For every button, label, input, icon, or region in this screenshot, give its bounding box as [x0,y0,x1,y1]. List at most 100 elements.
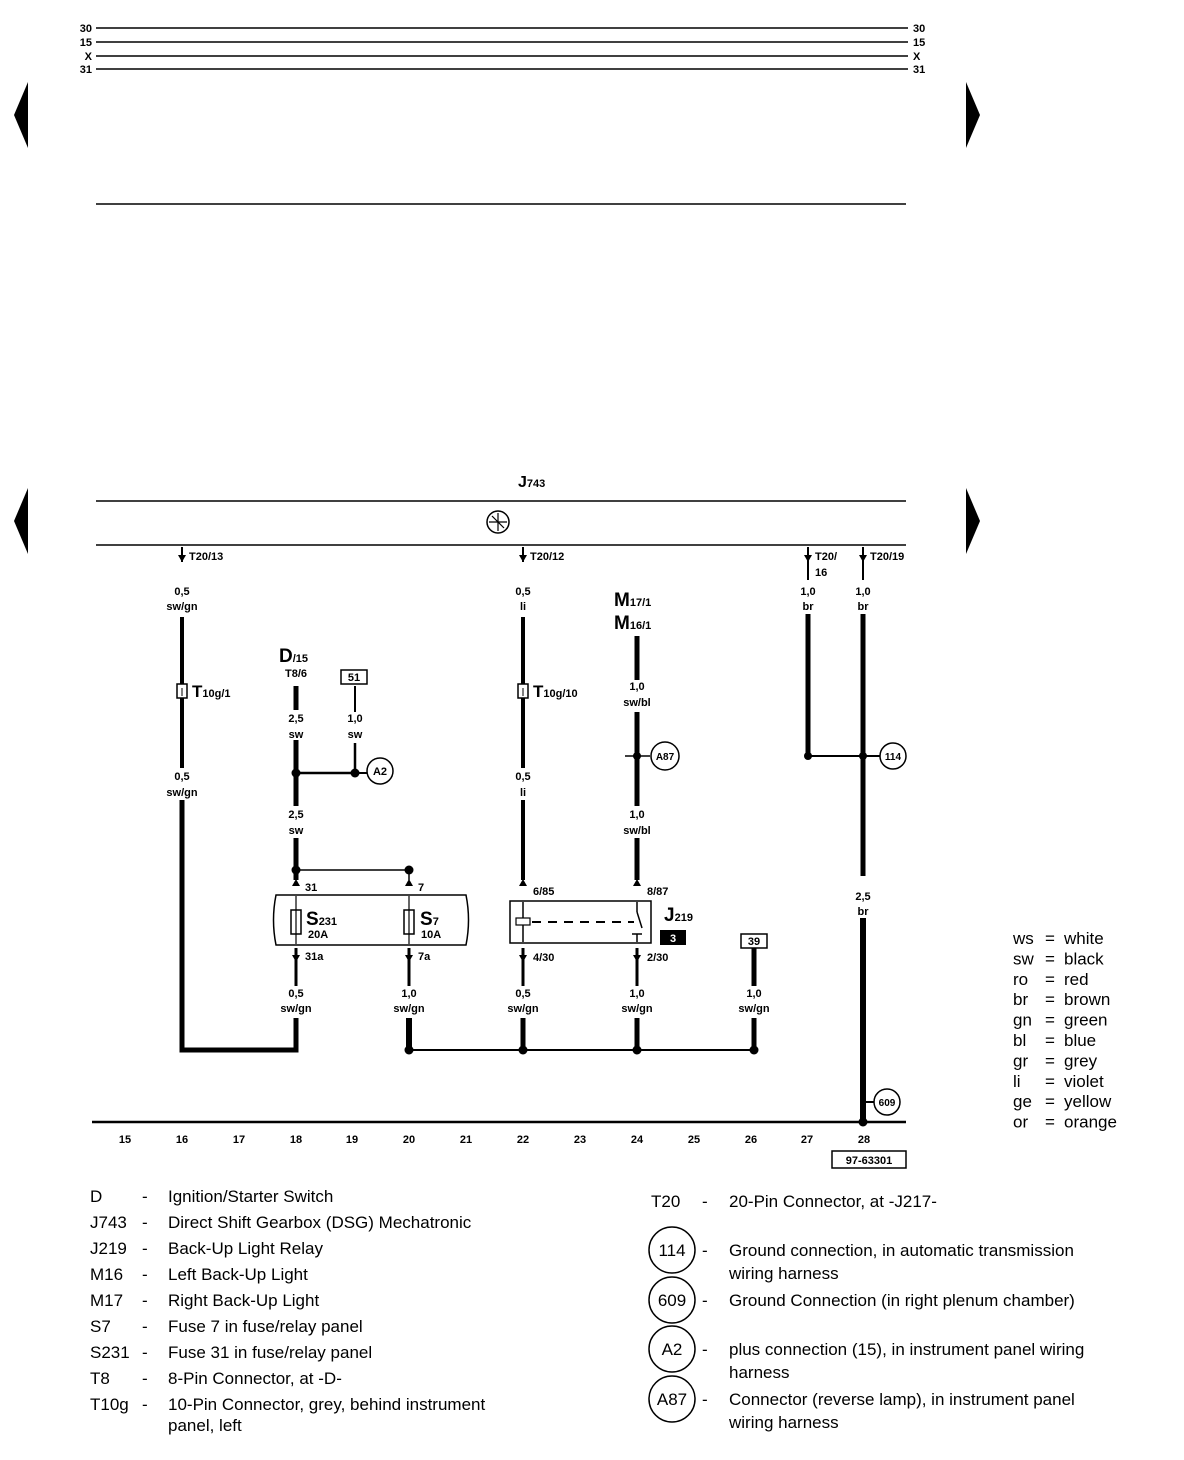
svg-text:17: 17 [233,1134,245,1146]
svg-text:br: br [858,601,870,613]
rail-label-left-15: 15 [80,37,92,49]
prev-page-arrow-icon[interactable] [14,82,28,148]
rail-label-right-31: 31 [913,64,925,76]
svg-text:15: 15 [119,1134,131,1146]
m17-label: M17/1 [614,590,651,611]
svg-text:sw: sw [348,729,363,741]
svg-text:sw/bl: sw/bl [623,697,651,709]
svg-text:sw/gn: sw/gn [507,1003,538,1015]
legend-description: wiring harness [728,1413,839,1432]
legend-description: harness [729,1363,789,1382]
legend-description: panel, left [168,1416,242,1435]
m16-label: M16/1 [614,613,651,634]
svg-text:23: 23 [574,1134,586,1146]
svg-text:20: 20 [403,1134,415,1146]
wire-labels: 0,5 sw/gn 0,5 sw/gn 0,5 li 0,5 li 1,0 br… [166,586,870,1015]
legend-description: Fuse 31 in fuse/relay panel [168,1343,372,1362]
legend-right: T20-20-Pin Connector, at -J217-114-Groun… [648,1192,1084,1432]
svg-text:0,5: 0,5 [174,771,189,783]
legend-dash: - [702,1340,708,1359]
fuse-relay-panel [272,894,470,946]
color-key-equals: = [1045,929,1055,948]
legend-description: Direct Shift Gearbox (DSG) Mechatronic [168,1213,472,1232]
drawing-code: 97-63301 [846,1155,893,1167]
svg-text:1,0: 1,0 [629,809,644,821]
box-51 [340,669,368,685]
legend-description: Ground connection, in automatic transmis… [729,1241,1074,1260]
next-page-arrow-icon-lower[interactable] [966,488,980,554]
legend-code: J219 [90,1239,127,1258]
legend-dash: - [142,1317,148,1336]
color-key-code: ro [1013,970,1028,989]
svg-text:16: 16 [176,1134,188,1146]
legend-dash: - [142,1265,148,1284]
color-key-code: sw [1013,949,1035,968]
svg-text:li: li [520,601,526,613]
legend-description: Connector (reverse lamp), in instrument … [729,1390,1075,1409]
svg-text:1,0: 1,0 [347,713,362,725]
svg-text:19: 19 [346,1134,358,1146]
svg-text:0,5: 0,5 [174,586,189,598]
legend-circle-icon [648,1375,696,1423]
relay-j219-label: J219 [664,905,693,926]
svg-text:28: 28 [858,1134,870,1146]
svg-text:1,0: 1,0 [629,988,644,1000]
legend-description: Left Back-Up Light [168,1265,308,1284]
connector-t10g1: T10g/1 [176,682,231,701]
circle-609: 609 [873,1088,901,1116]
legend-dash: - [702,1390,708,1409]
legend-dash: - [142,1343,148,1362]
circle-114: 114 [879,742,907,770]
color-key: ws=whitesw=blackro=redbr=browngn=greenbl… [1012,929,1117,1132]
svg-text:li: li [520,787,526,799]
legend-description: 10-Pin Connector, grey, behind instrumen… [168,1395,485,1414]
legend-description: 8-Pin Connector, at -D- [168,1369,342,1388]
pin-label: 7a [418,951,431,963]
svg-text:18: 18 [290,1134,302,1146]
svg-text:1,0: 1,0 [746,988,761,1000]
svg-text:sw/bl: sw/bl [623,825,651,837]
pin-label: 4/30 [533,952,554,964]
color-key-code: gn [1013,1011,1032,1030]
svg-text:114: 114 [885,752,902,763]
legend-code: T10g [90,1395,129,1414]
legend-dash: - [702,1241,708,1260]
svg-text:sw/gn: sw/gn [280,1003,311,1015]
color-key-name: green [1064,1011,1107,1030]
color-key-equals: = [1045,1092,1055,1111]
legend-dash: - [142,1213,148,1232]
pin-label: 31a [305,951,324,963]
legend-code: 609 [658,1291,686,1310]
color-key-name: violet [1064,1072,1104,1091]
color-key-equals: = [1045,1113,1055,1132]
legend-code: J743 [90,1213,127,1232]
d-switch-pin: T8/6 [285,668,307,680]
color-key-equals: = [1045,1051,1055,1070]
fuse-s231-amp: 20A [308,929,328,941]
svg-text:2,5: 2,5 [855,891,870,903]
pin-label: T20/ [815,551,837,563]
next-page-arrow-icon[interactable] [966,82,980,148]
color-key-code: gr [1013,1051,1028,1070]
color-key-equals: = [1045,1072,1055,1091]
svg-text:1,0: 1,0 [629,681,644,693]
box-39 [740,933,768,949]
legend-code: T8 [90,1369,110,1388]
circle-a87: A87 [650,741,680,771]
legend-dash: - [702,1192,708,1211]
svg-text:25: 25 [688,1134,700,1146]
legend-description: Ground Connection (in right plenum chamb… [729,1291,1075,1310]
legend-code: M17 [90,1291,123,1310]
prev-page-arrow-icon-lower[interactable] [14,488,28,554]
color-key-code: or [1013,1113,1028,1132]
legend-description: Back-Up Light Relay [168,1239,323,1258]
pin-label: 16 [815,567,827,579]
t10g10-label: T10g/10 [533,682,578,701]
svg-text:0,5: 0,5 [288,988,303,1000]
svg-text:26: 26 [745,1134,757,1146]
svg-text:sw: sw [289,825,304,837]
legend-code: 114 [658,1241,685,1260]
svg-text:2,5: 2,5 [288,809,303,821]
legend-description: Ignition/Starter Switch [168,1187,333,1206]
